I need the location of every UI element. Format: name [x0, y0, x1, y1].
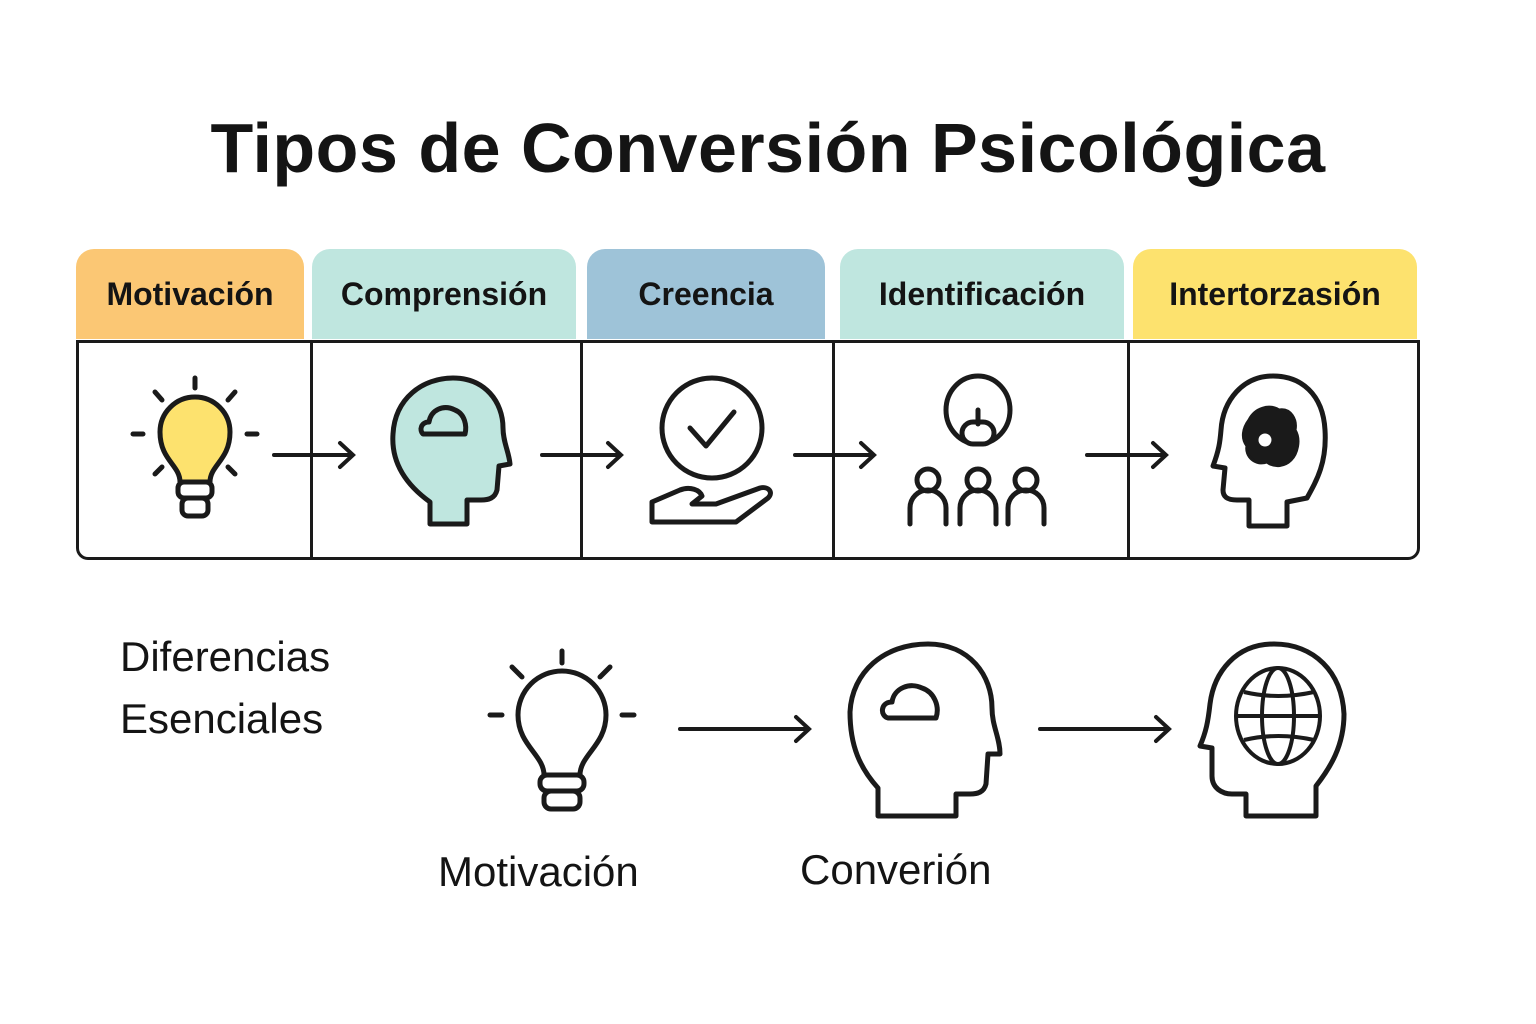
- tab-interiorizacion: Intertorzasión: [1133, 249, 1417, 339]
- head-cloud-outline-icon: [847, 641, 1003, 819]
- tab-label: Creencia: [638, 275, 774, 312]
- tab-label: Comprensión: [340, 275, 548, 312]
- tab-motivacion: Motivación: [76, 249, 304, 339]
- hand-check-icon: [649, 375, 773, 525]
- tab-creencia: Creencia: [587, 249, 825, 339]
- tab-label: Motivación: [106, 275, 274, 312]
- head-lion-icon: [1210, 373, 1328, 529]
- caption-motivacion: Motivación: [438, 848, 639, 895]
- lightbulb-outline-icon: [487, 648, 637, 812]
- tab-label: Intertorzasión: [1169, 275, 1381, 312]
- page-title: Tipos de Conversión Psicológica: [210, 109, 1326, 187]
- group-leader-icon: [907, 373, 1047, 527]
- arrow-right-icon: [678, 715, 812, 743]
- tab-comprension: Comprensión: [312, 249, 576, 339]
- arrow-right-icon: [272, 441, 356, 469]
- lightbulb-icon: [130, 375, 260, 519]
- head-globe-icon: [1197, 641, 1347, 819]
- arrow-right-icon: [1085, 441, 1169, 469]
- section-title-line2: Esenciales: [120, 695, 324, 742]
- head-cloud-icon: [390, 375, 513, 527]
- section-title-line1: Diferencias: [120, 633, 331, 680]
- caption-conversion: Converión: [800, 846, 992, 893]
- arrow-right-icon: [1038, 715, 1172, 743]
- arrow-right-icon: [793, 441, 877, 469]
- tab-identificacion: Identificación: [840, 249, 1124, 339]
- section-title: Diferencias Esenciales: [120, 626, 330, 750]
- arrow-right-icon: [540, 441, 624, 469]
- tab-label: Identificación: [878, 275, 1086, 312]
